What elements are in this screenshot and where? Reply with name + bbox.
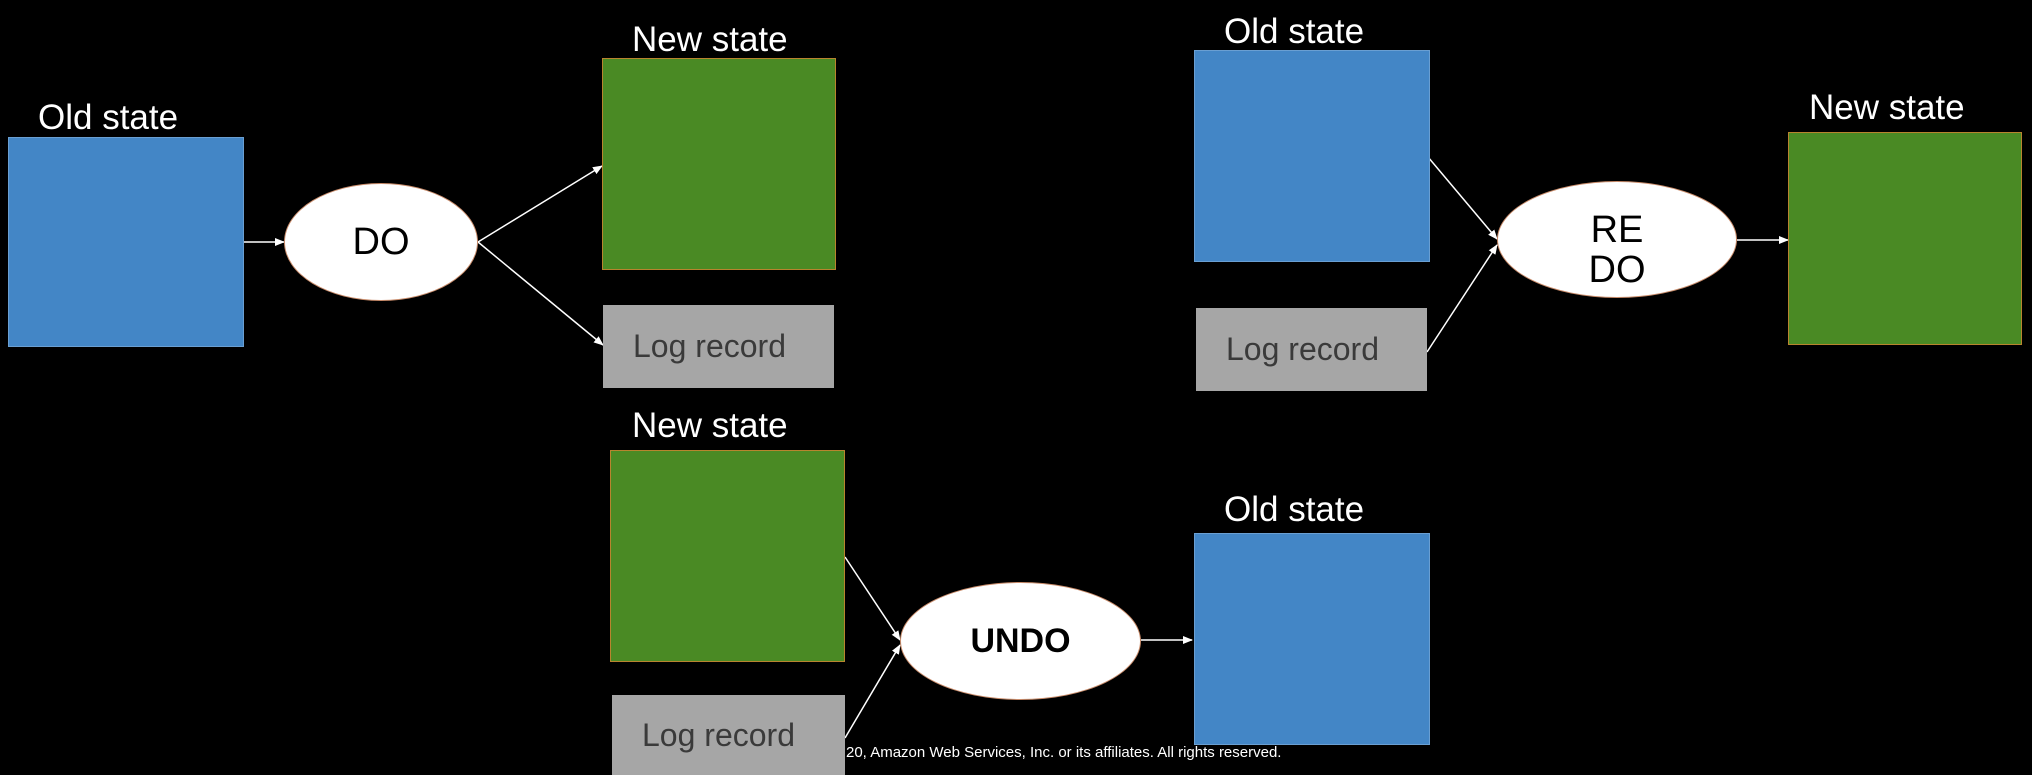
undo-operation-label: UNDO [970, 621, 1071, 660]
do-log-record: Log record [603, 305, 834, 388]
redo-log-record-label: Log record [1226, 331, 1379, 367]
redo-new-state-label: New state [1809, 88, 1965, 127]
redo-operation-label: REDO [1588, 209, 1646, 291]
redo-log-record: Log record [1196, 308, 1427, 391]
do-operation-label: DO [352, 220, 410, 263]
undo-log-record: Log record [612, 695, 845, 775]
undo-old-state-label: Old state [1224, 490, 1365, 529]
redo-new-state-box [1788, 132, 2022, 345]
arrow-log-to-redo [1426, 244, 1498, 353]
do-old-state-box [8, 137, 244, 347]
redo-old-state-box [1194, 50, 1430, 262]
arrow-new-to-undo [844, 556, 901, 641]
do-operation-ellipse: DO [284, 183, 478, 301]
copyright-footer: 20, Amazon Web Services, Inc. or its aff… [846, 744, 1282, 761]
undo-new-state-box [610, 450, 845, 662]
do-new-state-label: New state [632, 20, 788, 59]
arrow-do-to-new [477, 165, 603, 243]
undo-log-record-label: Log record [642, 716, 795, 753]
redo-old-state-label: Old state [1224, 12, 1365, 51]
do-new-state-box [602, 58, 836, 270]
do-log-record-label: Log record [633, 328, 786, 364]
undo-new-state-label: New state [632, 406, 788, 445]
redo-operation-ellipse: REDO [1497, 181, 1737, 298]
arrow-do-to-log [477, 241, 604, 346]
arrow-log-to-undo [844, 644, 901, 739]
do-old-state-label: Old state [38, 98, 179, 137]
undo-operation-ellipse: UNDO [900, 582, 1141, 700]
undo-old-state-box [1194, 533, 1430, 745]
arrow-old-to-redo [1427, 156, 1498, 240]
